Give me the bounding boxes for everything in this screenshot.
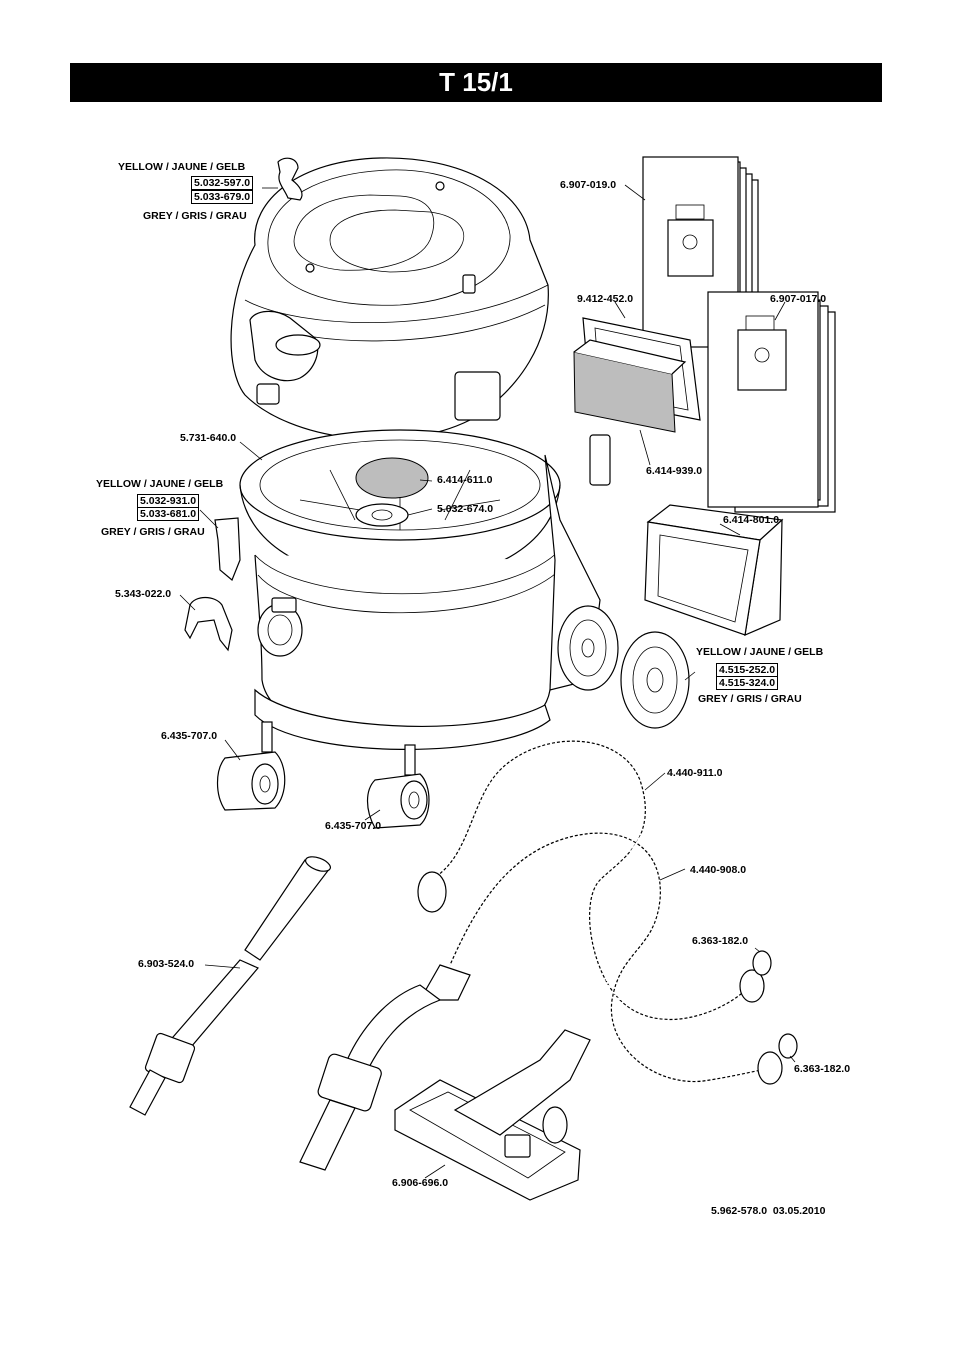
part-number-5-032-597: 5.032-597.0 [191,176,254,190]
latch-clip [184,596,233,652]
hose-handle [299,964,471,1171]
suction-hose-1 [417,730,765,1031]
part-number-6-907-017: 6.907-017.0 [770,293,827,305]
loose-wheel [620,631,690,729]
extension-tube-upper [244,856,331,961]
floor-nozzle [394,1029,591,1201]
flat-pleated-filter [573,317,701,433]
part-number-4-515-324: 4.515-324.0 [716,676,779,690]
part-number-6-435-707-b: 6.435-707.0 [325,820,382,832]
color-label-grey-lid: GREY / GRIS / GRAU [143,210,247,222]
filter-basket [239,429,561,583]
color-label-grey-wheel: GREY / GRIS / GRAU [698,693,802,705]
part-number-9-412-452: 9.412-452.0 [577,293,634,305]
color-label-yellow-seal: YELLOW / JAUNE / GELB [96,478,224,490]
part-number-5-731-640: 5.731-640.0 [180,432,237,444]
part-number-6-414-939: 6.414-939.0 [646,465,703,477]
part-number-6-906-696: 6.906-696.0 [392,1177,449,1189]
filter-bag-stack-1 [642,156,759,348]
part-number-6-907-019: 6.907-019.0 [560,179,617,191]
suction-hose-2 [439,822,783,1093]
part-number-5-033-679: 5.033-679.0 [191,190,254,204]
part-number-4-440-908: 4.440-908.0 [690,864,747,876]
rear-wheel-body [557,605,619,691]
castor-wheel-2 [366,744,430,829]
color-label-yellow-wheel: YELLOW / JAUNE / GELB [696,646,824,658]
document-footer-reference: 5.962-578.0 03.05.2010 [711,1205,826,1217]
part-number-6-414-611: 6.414-611.0 [437,474,493,486]
cartridge-filter [644,504,784,636]
o-ring-2 [778,1033,798,1059]
seal-clip [214,517,241,581]
part-number-6-903-524: 6.903-524.0 [138,958,195,970]
part-number-6-363-182-b: 6.363-182.0 [794,1063,851,1075]
color-label-yellow-lid: YELLOW / JAUNE / GELB [118,161,246,173]
vacuum-head-lid [230,157,549,440]
part-number-5-343-022: 5.343-022.0 [115,588,172,600]
extension-tube-lower [129,959,259,1116]
part-number-4-440-911: 4.440-911.0 [667,767,723,779]
part-number-6-435-707-a: 6.435-707.0 [161,730,218,742]
part-number-5-033-681: 5.033-681.0 [137,507,200,521]
castor-wheel-1 [216,721,286,811]
color-label-grey-seal: GREY / GRIS / GRAU [101,526,205,538]
o-ring-1 [752,950,772,976]
leader-lines [179,184,796,1179]
part-number-6-363-182-a: 6.363-182.0 [692,935,749,947]
filter-bag-stack-2 [707,291,836,513]
part-number-5-032-674: 5.032-674.0 [437,503,494,515]
part-number-4-515-252: 4.515-252.0 [716,663,779,677]
part-number-5-032-931: 5.032-931.0 [137,494,200,508]
page-title: T 15/1 [70,63,882,102]
part-number-6-414-801: 6.414-801.0 [723,514,780,526]
clip-part [277,157,303,201]
